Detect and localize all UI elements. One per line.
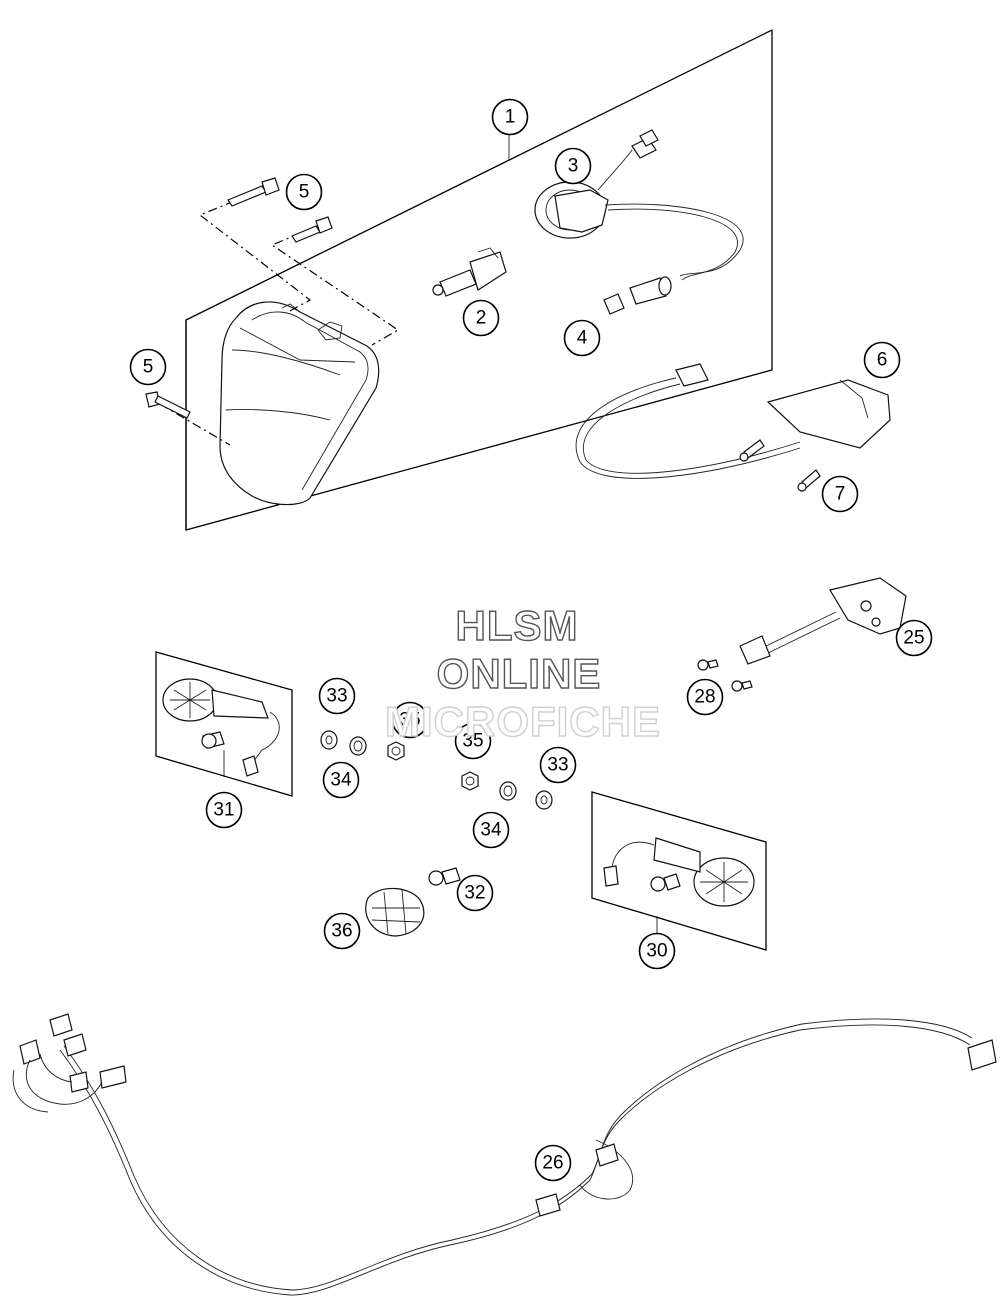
lock-washer-34-right — [499, 781, 517, 801]
svg-text:32: 32 — [464, 883, 485, 904]
callout-36[interactable]: 36 — [323, 912, 361, 950]
callout-26[interactable]: 26 — [534, 1144, 572, 1182]
license-plate-light — [739, 577, 907, 665]
callout-3[interactable]: 3 — [554, 147, 592, 185]
callout-28[interactable]: 28 — [686, 678, 724, 716]
svg-text:6: 6 — [877, 350, 888, 371]
parking-bulb — [603, 276, 672, 315]
headlight-assembly-frame — [185, 28, 773, 531]
screw-28-a — [697, 659, 719, 671]
callout-33-left[interactable]: 33 — [318, 677, 356, 715]
tail-light — [575, 363, 891, 479]
callout-7[interactable]: 7 — [821, 475, 859, 513]
watermark-line-1: HLSM — [456, 602, 579, 649]
turn-signal-31-box — [155, 651, 293, 797]
leader-lines — [223, 750, 658, 934]
svg-text:5: 5 — [299, 182, 310, 203]
callout-5-upper[interactable]: 5 — [285, 173, 323, 211]
turn-signal-bulb-32 — [428, 867, 461, 886]
turn-signal-lens-36 — [365, 887, 425, 937]
callout-6[interactable]: 6 — [863, 341, 901, 379]
svg-text:33: 33 — [326, 686, 347, 707]
watermark-line-3: MICROFICHE — [385, 698, 661, 745]
svg-text:4: 4 — [577, 328, 588, 349]
svg-text:34: 34 — [480, 820, 502, 841]
callout-35-right[interactable]: 35 — [454, 722, 492, 760]
screw-5-upper-left — [227, 177, 280, 207]
svg-text:7: 7 — [835, 484, 846, 505]
screw-5-left — [145, 391, 191, 419]
turn-signal-30-box — [591, 791, 767, 951]
callout-30[interactable]: 30 — [638, 932, 676, 970]
svg-text:2: 2 — [476, 308, 487, 329]
callout-2[interactable]: 2 — [462, 299, 500, 337]
headlight-housing — [219, 301, 380, 506]
svg-text:34: 34 — [330, 770, 352, 791]
callout-34-right[interactable]: 34 — [472, 811, 510, 849]
svg-text:5: 5 — [143, 357, 154, 378]
nut-35-left — [387, 741, 405, 761]
callout-1[interactable]: 1 — [491, 98, 529, 136]
watermark: HLSM ONLINE MICROFICHE — [384, 601, 661, 745]
callout-34-left[interactable]: 34 — [322, 761, 360, 799]
wiring-harness — [12, 1013, 997, 1296]
callout-5-left[interactable]: 5 — [129, 348, 167, 386]
callout-25[interactable]: 25 — [895, 619, 933, 657]
headlight-bulb — [432, 247, 507, 297]
nut-35-right — [461, 771, 479, 791]
svg-text:26: 26 — [542, 1153, 563, 1174]
svg-text:33: 33 — [547, 755, 568, 776]
svg-text:30: 30 — [646, 941, 667, 962]
callout-32[interactable]: 32 — [456, 874, 494, 912]
bulb-socket — [534, 129, 744, 281]
svg-text:3: 3 — [568, 156, 579, 177]
callout-35-left[interactable]: 35 — [391, 701, 429, 739]
svg-text:36: 36 — [331, 921, 352, 942]
washer-33-right — [535, 790, 553, 810]
svg-text:1: 1 — [505, 107, 516, 128]
callout-33-right[interactable]: 33 — [539, 746, 577, 784]
screw-7-upper — [739, 439, 765, 462]
watermark-line-2: ONLINE — [437, 650, 602, 697]
washer-33-left — [320, 730, 338, 750]
svg-text:25: 25 — [903, 628, 924, 649]
callout-31[interactable]: 31 — [205, 791, 243, 829]
screw-7-lower — [797, 469, 821, 492]
svg-text:35: 35 — [462, 731, 483, 752]
screw-5-upper-right — [291, 216, 333, 243]
svg-text:28: 28 — [694, 687, 715, 708]
svg-text:31: 31 — [213, 800, 234, 821]
callout-4[interactable]: 4 — [563, 319, 601, 357]
svg-text:35: 35 — [399, 710, 420, 731]
lock-washer-34-left — [349, 736, 367, 756]
screw-28-b — [731, 680, 753, 692]
